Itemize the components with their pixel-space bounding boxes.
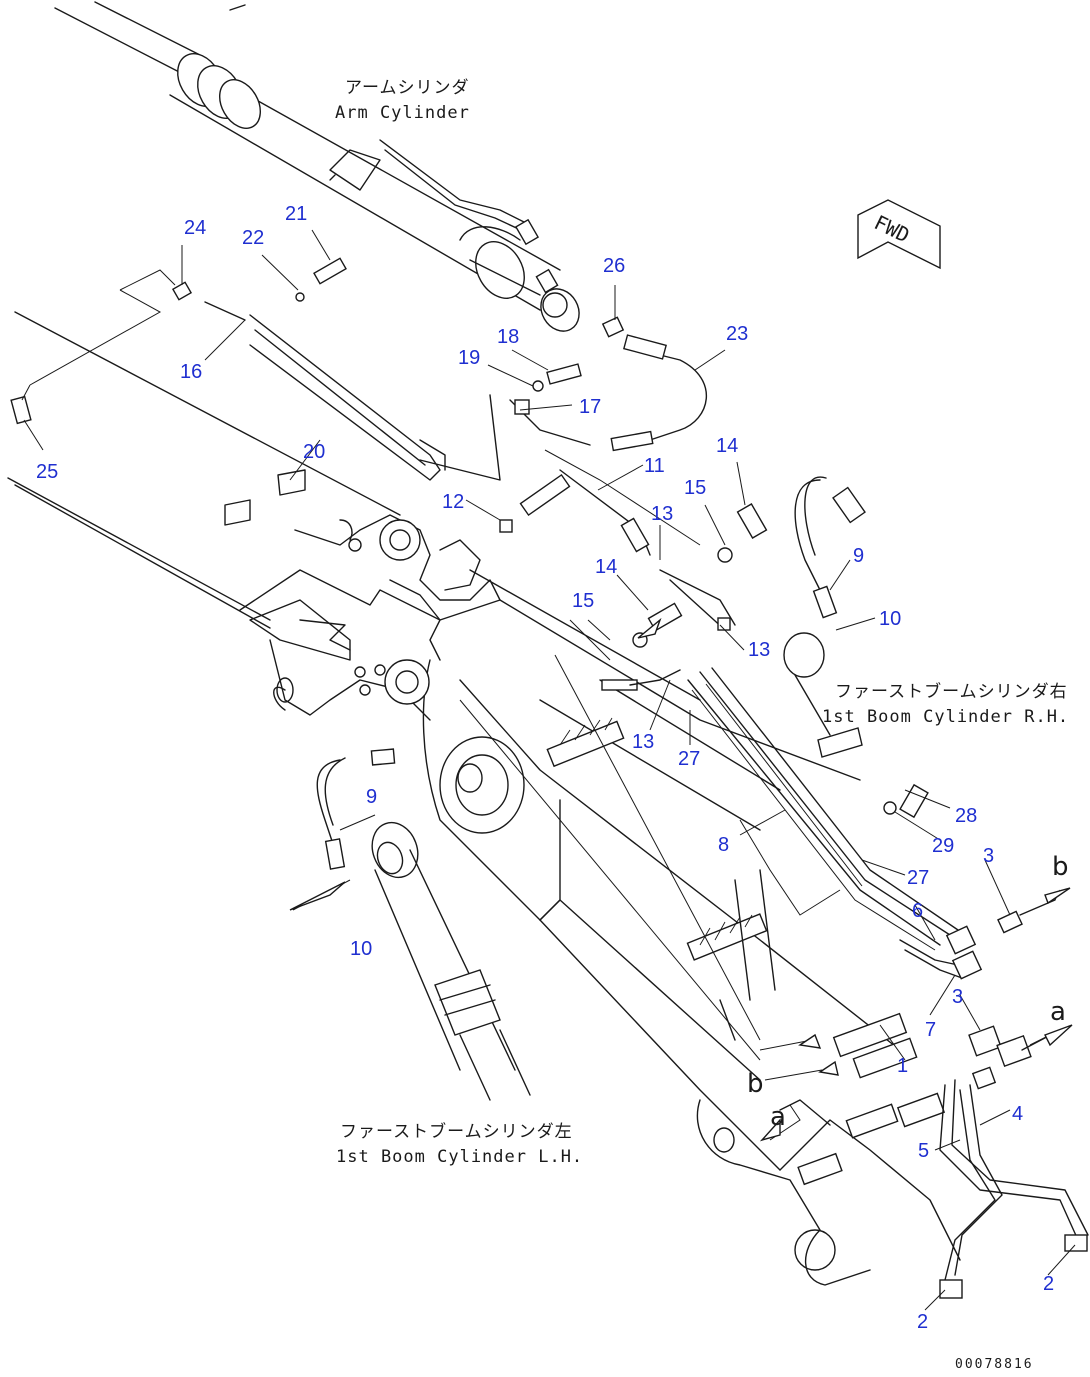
fwd-arrow: FWD — [857, 199, 941, 270]
callout-6[interactable]: 6 — [912, 900, 923, 922]
callout-19[interactable]: 19 — [458, 347, 480, 369]
component-labels: アームシリンダ Arm Cylinder ファーストブームシリンダ右 1st B… — [335, 78, 1069, 1167]
callout-9-right[interactable]: 9 — [853, 545, 864, 567]
callout-13-lower[interactable]: 13 — [632, 731, 654, 753]
callout-16[interactable]: 16 — [180, 361, 202, 383]
boom-body — [7, 311, 961, 1286]
callout-13-upper[interactable]: 13 — [651, 503, 673, 525]
callout-10-right[interactable]: 10 — [879, 608, 901, 630]
callout-13-right[interactable]: 13 — [748, 639, 770, 661]
callout-2-lower[interactable]: 2 — [917, 1311, 928, 1333]
callout-7[interactable]: 7 — [925, 1019, 936, 1041]
callout-27-upper[interactable]: 27 — [678, 748, 700, 770]
boom-cylinder-rh-label-jp: ファーストブームシリンダ右 — [835, 681, 1068, 702]
connector-letters: b a b a — [747, 852, 1069, 1132]
callout-12[interactable]: 12 — [442, 491, 464, 513]
callout-5[interactable]: 5 — [918, 1140, 929, 1162]
callout-4[interactable]: 4 — [1012, 1103, 1023, 1125]
hose-clamp — [546, 717, 625, 768]
boom-cylinder-rh-label-en: 1st Boom Cylinder R.H. — [822, 707, 1069, 727]
callout-26[interactable]: 26 — [603, 255, 625, 277]
callout-2-right[interactable]: 2 — [1043, 1273, 1054, 1295]
callout-3-lower[interactable]: 3 — [952, 986, 963, 1008]
leader-lines — [21, 229, 1076, 1311]
fasteners — [10, 257, 1061, 1051]
arm-cylinder — [54, 1, 580, 332]
callout-15-lower[interactable]: 15 — [572, 590, 594, 612]
boom-cylinder-lh-label-en: 1st Boom Cylinder L.H. — [336, 1147, 583, 1167]
boom-cylinder-lh — [371, 821, 531, 1101]
hose-clamp — [686, 913, 768, 961]
connector-b-left: b — [747, 1069, 764, 1099]
boom-cylinder-lh-label-jp: ファーストブームシリンダ左 — [340, 1121, 573, 1142]
callout-1[interactable]: 1 — [897, 1055, 908, 1077]
callout-24[interactable]: 24 — [184, 217, 206, 239]
callout-29[interactable]: 29 — [932, 835, 954, 857]
connector-b-right: b — [1052, 852, 1069, 882]
boom-cylinder-rh — [783, 632, 863, 758]
callout-25[interactable]: 25 — [36, 461, 58, 483]
callout-20[interactable]: 20 — [303, 441, 325, 463]
document-number: 00078816 — [955, 1357, 1034, 1372]
callout-23[interactable]: 23 — [726, 323, 748, 345]
connector-arrows — [289, 617, 1073, 1142]
arm-cylinder-label-en: Arm Cylinder — [335, 103, 470, 123]
callout-22[interactable]: 22 — [242, 227, 264, 249]
callout-28[interactable]: 28 — [955, 805, 977, 827]
hose-clamp — [797, 1092, 946, 1186]
callout-27-lower[interactable]: 27 — [907, 867, 929, 889]
cover-plate — [249, 314, 446, 481]
callout-21[interactable]: 21 — [285, 203, 307, 225]
callout-18[interactable]: 18 — [497, 326, 519, 348]
callout-10-left[interactable]: 10 — [350, 938, 372, 960]
connector-a-left: a — [770, 1102, 786, 1132]
hose-lines — [316, 334, 1089, 1299]
callout-14-lower[interactable]: 14 — [595, 556, 617, 578]
callout-numbers: 24 22 21 16 25 20 26 23 18 19 17 11 12 1… — [36, 203, 1054, 1333]
callout-8[interactable]: 8 — [718, 834, 729, 856]
callout-17[interactable]: 17 — [579, 396, 601, 418]
callout-9-left[interactable]: 9 — [366, 786, 377, 808]
connector-a-right: a — [1050, 997, 1066, 1027]
callout-11[interactable]: 11 — [644, 455, 665, 477]
callout-15-upper[interactable]: 15 — [684, 477, 706, 499]
callout-14-upper[interactable]: 14 — [716, 435, 738, 457]
callout-3-upper[interactable]: 3 — [983, 845, 994, 867]
arm-cylinder-label-jp: アームシリンダ — [345, 78, 469, 98]
